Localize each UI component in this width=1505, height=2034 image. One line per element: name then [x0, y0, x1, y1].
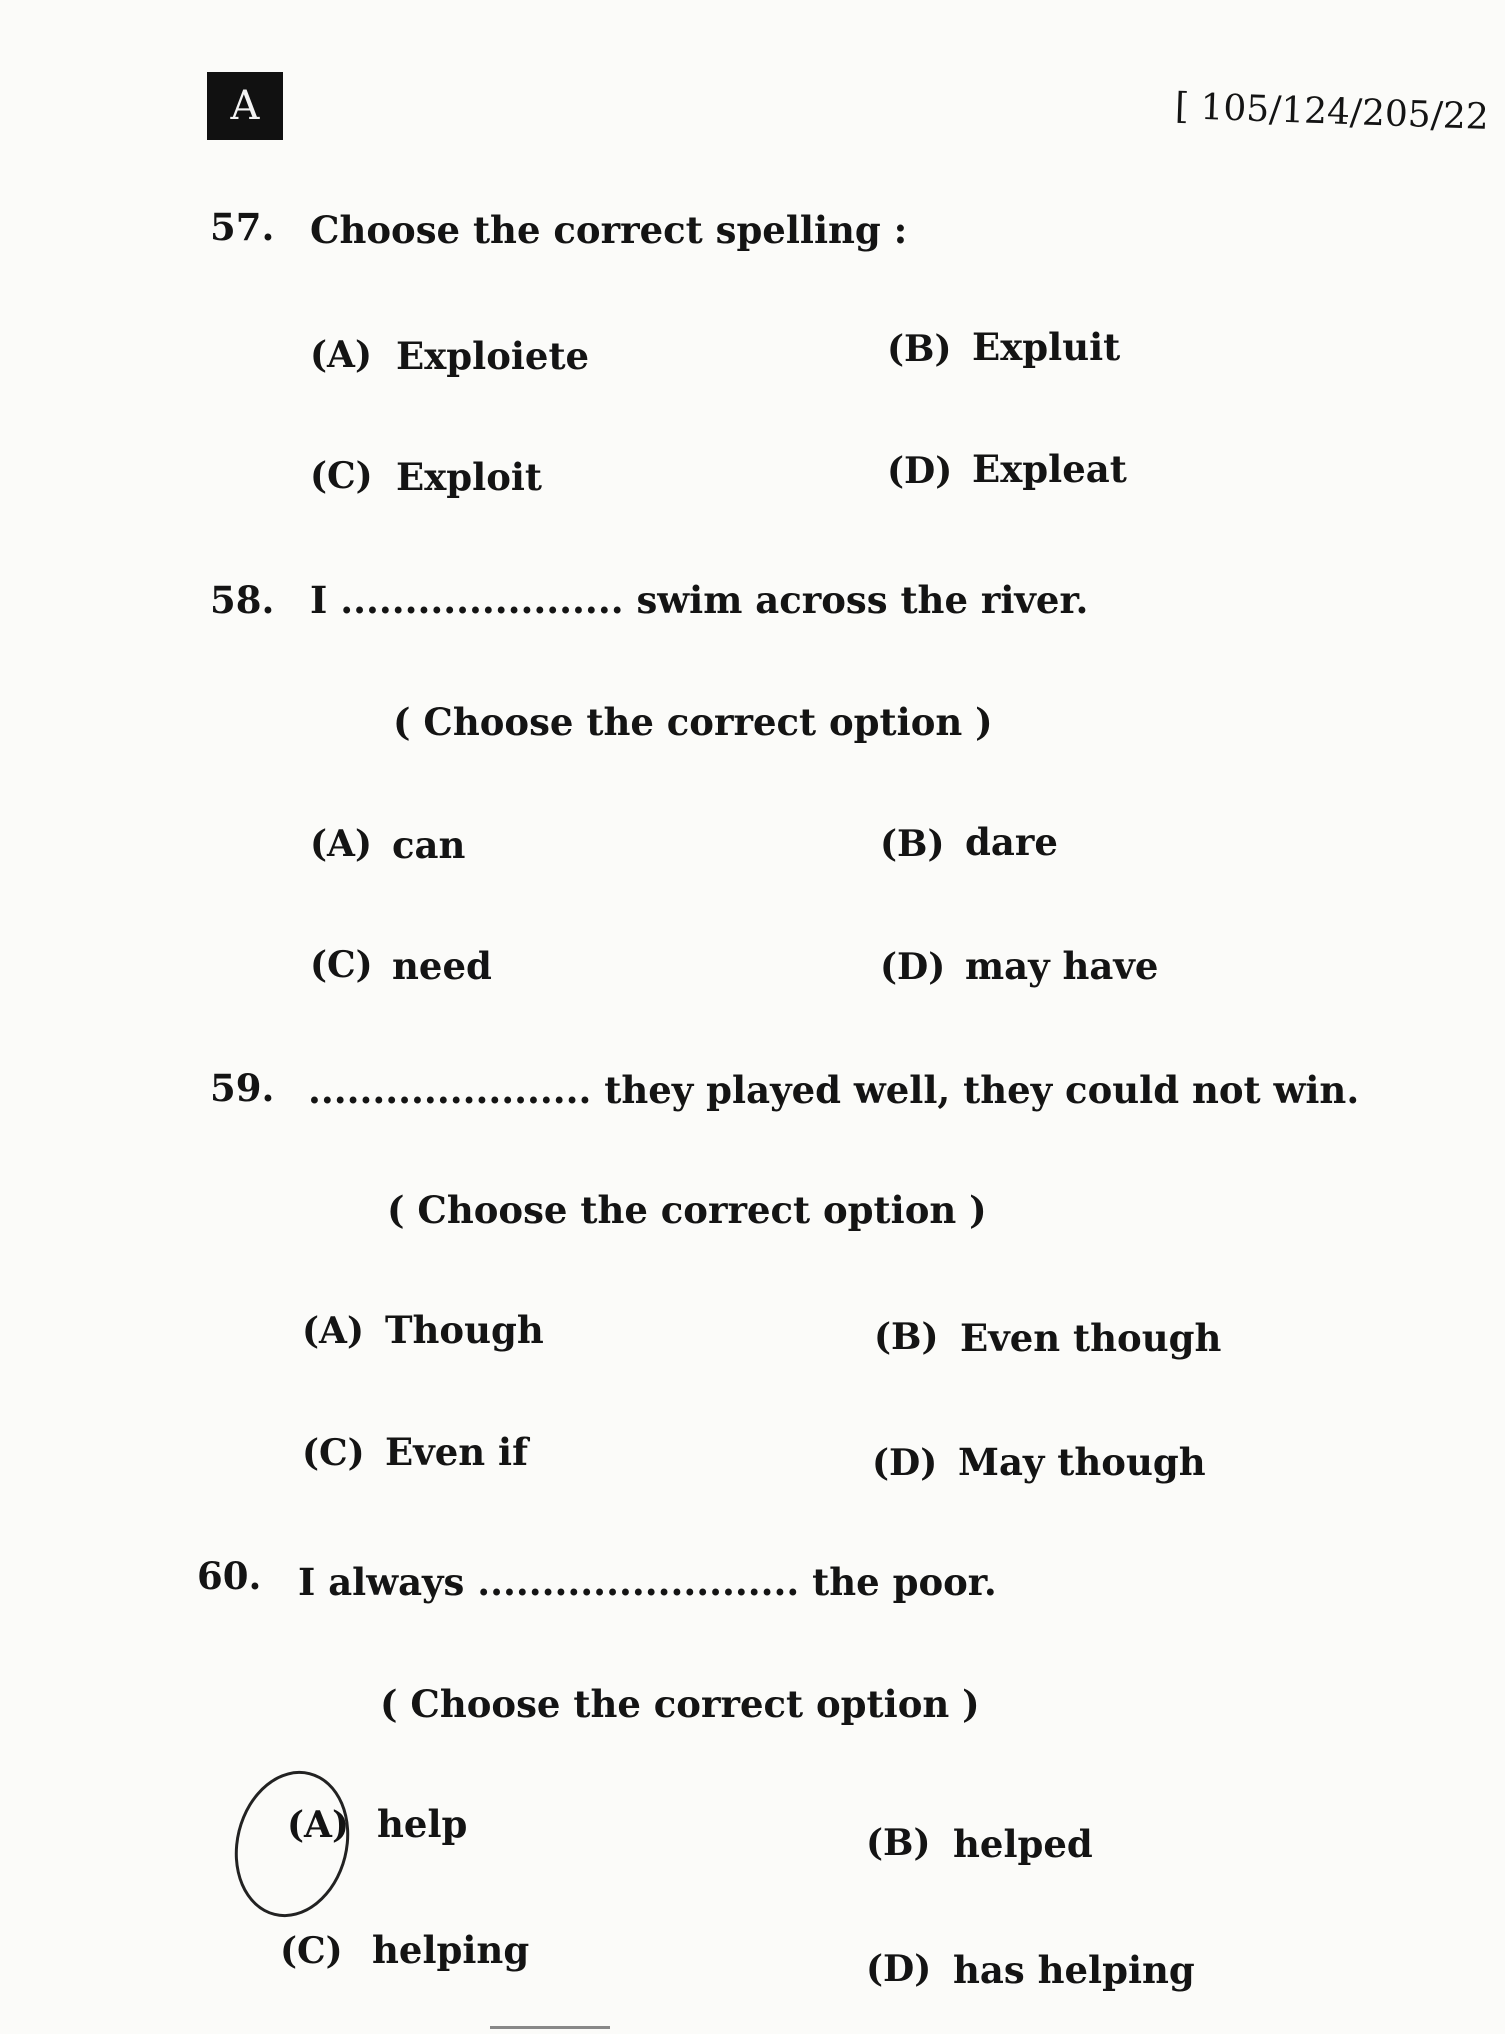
option-c-text: Even if — [385, 1430, 528, 1474]
option-a-text: can — [392, 823, 466, 867]
option-a-letter: (A) — [302, 1310, 364, 1352]
option-b-text: Expluit — [972, 325, 1121, 369]
option-d-letter: (D) — [880, 946, 946, 988]
option-c-letter: (C) — [280, 1930, 343, 1972]
option-a-letter: (A) — [310, 823, 372, 865]
paper-code: [ 105/124/205/22 — [1174, 86, 1490, 138]
option-d-text: may have — [965, 944, 1159, 988]
option-b-text: helped — [953, 1822, 1093, 1866]
option-d-letter: (D) — [887, 450, 953, 492]
option-d-text: has helping — [953, 1948, 1195, 1992]
option-c-letter: (C) — [310, 455, 373, 497]
option-c-letter: (C) — [302, 1432, 365, 1474]
paper-set-badge: A — [207, 72, 283, 140]
option-b-letter: (B) — [874, 1316, 939, 1358]
option-c-text: helping — [372, 1928, 530, 1972]
option-a-letter: (A) — [287, 1804, 349, 1846]
option-a-text: Exploiete — [396, 334, 590, 378]
instruction-text: ( Choose the correct option ) — [393, 700, 993, 744]
option-c-text: Exploit — [396, 455, 543, 499]
instruction-text: ( Choose the correct option ) — [380, 1682, 980, 1726]
question-text: I always ......................... the p… — [298, 1560, 997, 1604]
question-number: 58. — [210, 578, 275, 622]
instruction-text: ( Choose the correct option ) — [387, 1188, 987, 1232]
option-a-text: help — [377, 1802, 468, 1846]
option-b-text: Even though — [960, 1316, 1222, 1360]
option-b-letter: (B) — [887, 328, 952, 370]
option-c-letter: (C) — [310, 944, 373, 986]
question-text: Choose the correct spelling : — [310, 208, 908, 252]
option-b-letter: (B) — [866, 1822, 931, 1864]
question-number: 57. — [210, 205, 275, 249]
question-number: 60. — [197, 1554, 262, 1598]
option-b-text: dare — [965, 820, 1058, 864]
option-d-letter: (D) — [872, 1442, 938, 1484]
question-text: ...................... they played well,… — [308, 1068, 1360, 1112]
option-a-text: Though — [385, 1308, 544, 1352]
option-c-text: need — [392, 944, 492, 988]
question-text: I ...................... swim across the… — [310, 578, 1089, 622]
option-d-text: May though — [958, 1440, 1206, 1484]
option-d-text: Expleat — [972, 447, 1127, 491]
option-d-letter: (D) — [866, 1948, 932, 1990]
option-b-letter: (B) — [880, 823, 945, 865]
page-bottom-rule — [490, 2026, 610, 2029]
option-a-letter: (A) — [310, 334, 372, 376]
question-number: 59. — [210, 1066, 275, 1110]
